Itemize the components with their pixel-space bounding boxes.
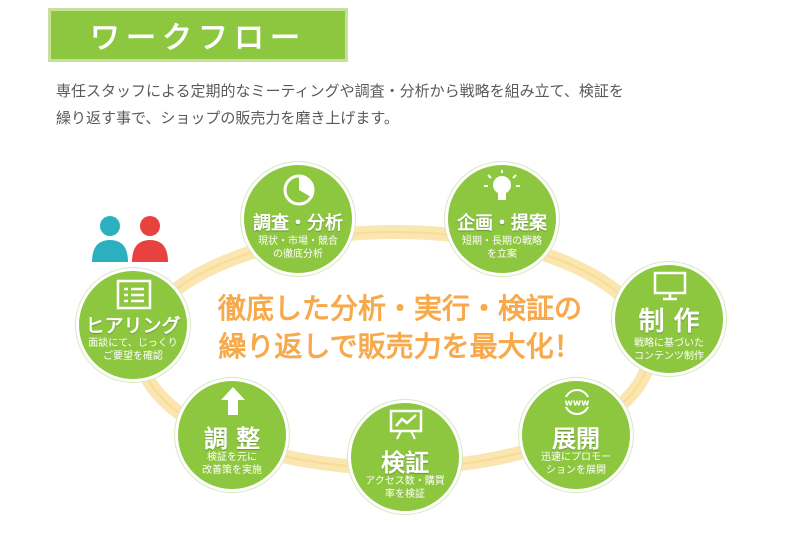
step-description: 戦略に基づいた コンテンツ制作 xyxy=(634,338,704,362)
monitor-icon xyxy=(653,271,687,301)
step-deploy: www 展開 迅速にプロモー ションを展開 xyxy=(519,378,633,492)
svg-text:www: www xyxy=(565,399,590,409)
arrow-up-icon xyxy=(221,387,245,415)
customer-people-icon xyxy=(92,216,168,262)
intro-line-1: 専任スタッフによる定期的なミーティングや調査・分析から戦略を組み立て、検証を xyxy=(56,82,624,100)
step-title: 企画・提案 xyxy=(457,213,547,234)
step-production: 制 作 戦略に基づいた コンテンツ制作 xyxy=(612,262,726,376)
lightbulb-icon xyxy=(484,170,520,200)
step-title: 制 作 xyxy=(638,307,700,337)
globe-www-icon: www xyxy=(561,389,593,415)
step-title: 調査・分析 xyxy=(253,213,343,234)
intro-paragraph: 専任スタッフによる定期的なミーティングや調査・分析から戦略を組み立て、検証を 繰… xyxy=(56,78,776,132)
step-hearing: ヒアリング 面談にて、じっくり ご要望を確認 xyxy=(76,268,190,382)
step-description: 短期・長期の戦略 を立案 xyxy=(462,236,542,260)
step-adjust: 調 整 検証を元に 改善策を実施 xyxy=(175,378,289,492)
step-planning: 企画・提案 短期・長期の戦略 を立案 xyxy=(445,162,559,276)
pie-chart-icon xyxy=(283,174,315,206)
step-research: 調査・分析 現状・市場・競合 の徹底分析 xyxy=(241,162,355,276)
section-title-box: ワークフロー xyxy=(48,8,348,62)
tagline-line-2: 繰り返しで販売力を最大化！ xyxy=(218,330,582,363)
step-description: 迅速にプロモー ションを展開 xyxy=(541,452,611,476)
step-title: 調 整 xyxy=(203,425,261,453)
step-title: 検証 xyxy=(381,449,429,477)
tagline-line-1: 徹底した分析・実行・検証の xyxy=(217,292,582,325)
step-title: ヒアリング xyxy=(85,315,181,337)
step-description: 検証を元に 改善策を実施 xyxy=(202,452,262,476)
presentation-chart-icon xyxy=(389,409,423,440)
step-description: 面談にて、じっくり ご要望を確認 xyxy=(88,338,178,362)
intro-line-2: 繰り返す事で、ショップの販売力を磨き上げます。 xyxy=(56,109,399,127)
center-tagline: 徹底した分析・実行・検証の 繰り返しで販売力を最大化！ xyxy=(160,290,640,366)
step-description: アクセス数・購買 率を検証 xyxy=(365,476,445,500)
checklist-icon xyxy=(116,279,152,310)
page-title: ワークフロー xyxy=(90,21,306,56)
person-red-icon xyxy=(132,216,168,262)
step-title: 展開 xyxy=(552,425,600,453)
step-verify: 検証 アクセス数・購買 率を検証 xyxy=(348,400,462,514)
person-teal-icon xyxy=(92,216,128,262)
step-description: 現状・市場・競合 の徹底分析 xyxy=(258,236,338,260)
